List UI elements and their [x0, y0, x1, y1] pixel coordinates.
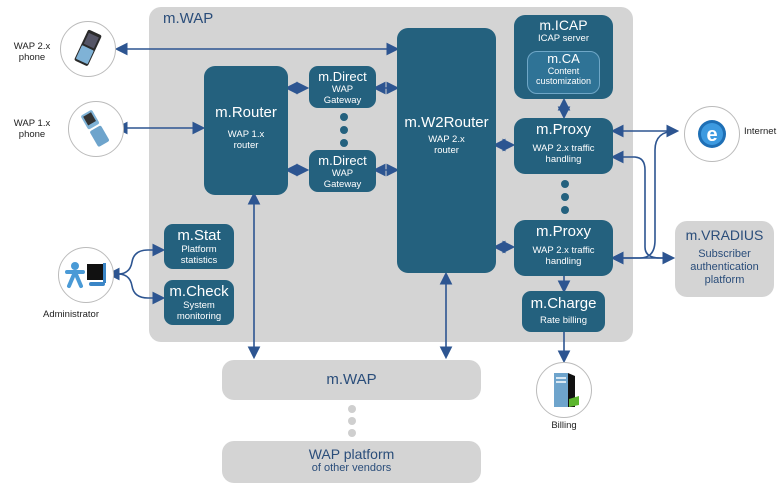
ellipsis-dot [561, 206, 569, 214]
ellipsis-dot [348, 405, 356, 413]
ellipsis-dot [340, 126, 348, 134]
mdirect-title: m.Direct [318, 69, 367, 84]
mcharge-module[interactable]: m.Charge Rate billing [522, 291, 605, 332]
vendors-subtitle: of other vendors [311, 462, 392, 474]
svg-text:e: e [706, 124, 717, 146]
administrator-node[interactable] [58, 247, 114, 303]
mcharge-subtitle: Rate billing [540, 315, 587, 326]
micap-module[interactable]: m.ICAP ICAP server m.CA Content customiz… [514, 15, 613, 99]
mdirect-module-2[interactable]: m.Direct WAP Gateway [309, 150, 376, 192]
mstat-title: m.Stat [177, 227, 221, 244]
billing-node[interactable] [536, 362, 592, 418]
mw2router-module[interactable]: m.W2Router WAP 2.x router [397, 28, 496, 273]
mcheck-module[interactable]: m.Check System monitoring [164, 280, 234, 325]
mdirect-subtitle: WAP Gateway [323, 84, 362, 106]
mproxy-subtitle: WAP 2.x traffic handling [532, 245, 595, 267]
internet-node[interactable]: e [684, 106, 740, 162]
mca-module[interactable]: m.CA Content customization [527, 51, 600, 94]
mstat-subtitle: Platform statistics [180, 244, 218, 266]
mdirect-subtitle: WAP Gateway [323, 168, 362, 190]
ellipsis-dot [340, 113, 348, 121]
mproxy-title: m.Proxy [535, 121, 591, 138]
mwap-other-title: m.WAP [326, 371, 377, 388]
ellipsis-dot [348, 417, 356, 425]
mvradius-subtitle: Subscriber authentication platform [690, 248, 759, 286]
phone-icon [74, 29, 102, 66]
billing-label: Billing [551, 420, 577, 431]
mvradius-platform[interactable]: m.VRADIUS Subscriber authentication plat… [675, 221, 774, 297]
internet-label: Internet [744, 126, 777, 137]
mproxy-title: m.Proxy [535, 223, 591, 240]
mdirect-title: m.Direct [318, 153, 367, 168]
micap-title: m.ICAP [539, 17, 588, 33]
mrouter-subtitle: WAP 1.x router [227, 129, 265, 151]
mproxy-module-1[interactable]: m.Proxy WAP 2.x traffic handling [514, 118, 613, 174]
internet-explorer-icon: e [698, 120, 726, 148]
other-vendors-platform[interactable]: WAP platform of other vendors [222, 441, 481, 483]
mcharge-title: m.Charge [530, 295, 597, 312]
ellipsis-dot [561, 180, 569, 188]
administrator-icon [65, 262, 106, 288]
wap1-phone-node[interactable] [68, 101, 124, 157]
mcheck-title: m.Check [169, 283, 229, 300]
server-icon [554, 373, 579, 407]
mwap-other-platform[interactable]: m.WAP [222, 360, 481, 400]
ellipsis-dot [340, 139, 348, 147]
mca-title: m.CA [547, 51, 580, 66]
micap-subtitle: ICAP server [537, 33, 590, 44]
mw2router-subtitle: WAP 2.x router [428, 134, 465, 156]
wap2-phone-node[interactable] [60, 21, 116, 77]
mstat-module[interactable]: m.Stat Platform statistics [164, 224, 234, 269]
mrouter-title: m.Router [215, 104, 277, 121]
mproxy-subtitle: WAP 2.x traffic handling [532, 143, 595, 165]
mrouter-module[interactable]: m.Router WAP 1.x router [204, 66, 288, 195]
ellipsis-dot [348, 429, 356, 437]
platform-title: m.WAP [163, 10, 214, 27]
administrator-label: Administrator [43, 309, 99, 320]
mcheck-subtitle: System monitoring [176, 300, 222, 322]
mw2router-title: m.W2Router [404, 114, 489, 131]
wap1-phone-label: WAP 1.x phone [13, 118, 51, 140]
mdirect-module-1[interactable]: m.Direct WAP Gateway [309, 66, 376, 108]
mproxy-module-2[interactable]: m.Proxy WAP 2.x traffic handling [514, 220, 613, 276]
ellipsis-dot [561, 193, 569, 201]
flip-phone-icon [81, 110, 109, 147]
vendors-title: WAP platform [308, 446, 395, 462]
mca-subtitle: Content customization [535, 66, 592, 86]
mvradius-title: m.VRADIUS [685, 227, 764, 243]
wap2-phone-label: WAP 2.x phone [13, 41, 51, 63]
